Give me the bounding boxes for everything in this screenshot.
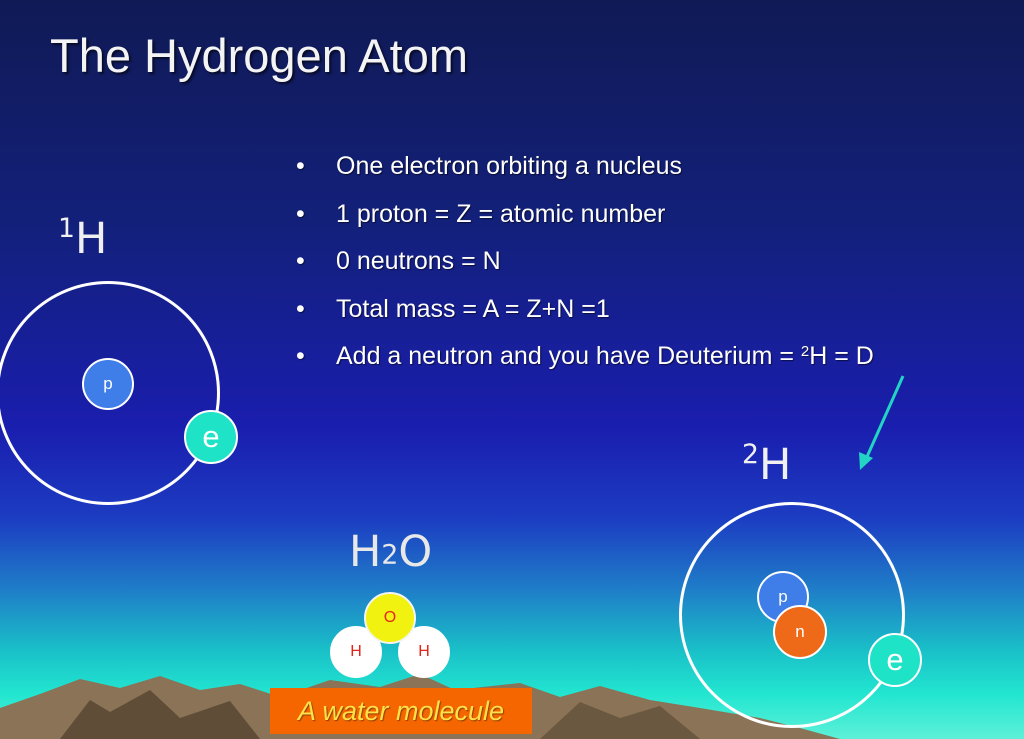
bullet-text: One electron orbiting a nucleus	[336, 152, 683, 180]
mountain-shadow	[540, 702, 700, 739]
formula-oxygen: O	[398, 527, 433, 577]
bullet-marker: •	[296, 199, 305, 228]
hydrogen-1-label: 1H	[58, 214, 107, 264]
deuterium-orbit	[679, 502, 905, 728]
bullet-list: • One electron orbiting a nucleus • 1 prot…	[296, 143, 874, 381]
hydrogen-1-orbit	[0, 281, 220, 505]
water-oxygen-atom: O	[364, 592, 416, 644]
bullet-text: 1 proton = Z = atomic number	[336, 199, 666, 228]
deuterium-arrow	[864, 375, 905, 460]
bullet-item: • One electron orbiting a nucleus	[296, 143, 874, 191]
bullet-superscript: 2	[800, 342, 810, 360]
bullet-marker: •	[296, 247, 305, 275]
mountain-shadow	[60, 690, 260, 739]
bullet-marker: •	[296, 342, 305, 370]
bullet-item: • Total mass = A = Z+N =1	[296, 286, 874, 334]
formula-hydrogen: H	[349, 527, 382, 577]
bullet-text: 0 neutrons = N	[336, 247, 501, 275]
bullet-text-end: H = D	[809, 342, 874, 370]
mass-number: 1	[58, 213, 75, 245]
bullet-marker: •	[296, 152, 305, 180]
bullet-marker: •	[296, 294, 305, 323]
proton: p	[82, 358, 134, 410]
deuterium-arrowhead	[859, 452, 873, 470]
element-symbol: H	[74, 214, 108, 264]
formula-subscript: 2	[381, 539, 399, 571]
mass-number: 2	[742, 439, 759, 471]
bullet-text: Total mass = A = Z+N =1	[336, 294, 610, 323]
element-symbol: H	[758, 440, 792, 490]
deuterium-label: 2H	[742, 440, 791, 490]
bullet-text: Add a neutron and you have Deuterium =	[336, 342, 801, 370]
water-molecule-caption: A water molecule	[270, 688, 532, 734]
bullet-item: • 1 proton = Z = atomic number	[296, 191, 874, 239]
neutron: n	[773, 605, 827, 659]
electron: e	[868, 633, 922, 687]
water-formula: H2O	[349, 527, 432, 577]
bullet-item: •Add a neutron and you have Deuterium = …	[296, 333, 874, 381]
slide-title: The Hydrogen Atom	[50, 29, 468, 82]
bullet-item: • 0 neutrons = N	[296, 238, 874, 286]
electron: e	[184, 410, 238, 464]
